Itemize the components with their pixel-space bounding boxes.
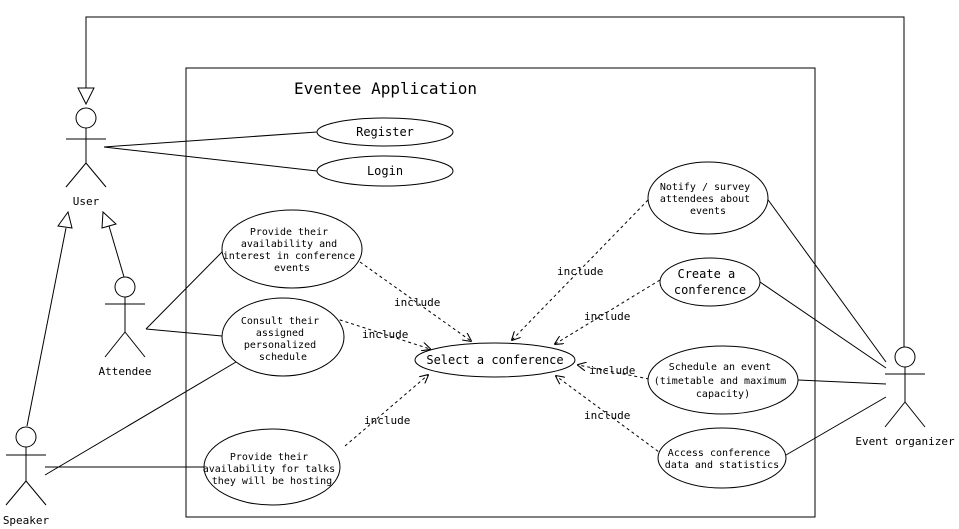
system-title: Eventee Application xyxy=(294,79,477,98)
svg-text:Create a conference: Create a conference xyxy=(674,267,746,297)
include-create-select xyxy=(555,279,661,344)
include-label: include xyxy=(589,364,635,377)
include-schedule-select xyxy=(578,365,650,380)
include-label: include xyxy=(364,414,410,427)
actor-speaker[interactable]: Speaker xyxy=(3,426,50,527)
svg-text:Provide their availabili: Provide their availability for talks the… xyxy=(203,452,341,487)
assoc-speaker-consult xyxy=(44,361,237,476)
assoc-organizer-access xyxy=(785,396,887,456)
include-label: include xyxy=(584,409,630,422)
assoc-organizer-schedule xyxy=(797,379,887,385)
actor-label: User xyxy=(73,195,100,208)
include-label: include xyxy=(584,310,630,323)
svg-text:Notify / survey attendee: Notify / survey attendees about events xyxy=(660,182,756,217)
use-case-access-data[interactable]: Access conference data and statistics xyxy=(657,427,787,489)
include-label: include xyxy=(362,328,408,341)
include-access-select xyxy=(556,376,664,456)
include-label: include xyxy=(557,265,603,278)
actor-label: Event organizer xyxy=(855,435,955,448)
use-case-notify-survey[interactable]: Notify / survey attendees about events xyxy=(647,161,769,235)
use-case-provide-interest[interactable]: Provide their availability and interest … xyxy=(221,209,363,289)
svg-text:Schedule an event (timet: Schedule an event (timetable and maximum… xyxy=(654,362,792,400)
generalization-speaker-user xyxy=(26,227,67,427)
generalization-arrowhead-speaker xyxy=(57,210,73,229)
actor-event-organizer[interactable]: Event organizer xyxy=(855,346,955,448)
svg-text:Register: Register xyxy=(356,125,414,139)
assoc-organizer-create xyxy=(759,281,887,369)
use-case-consult-schedule[interactable]: Consult their assigned personalized sche… xyxy=(221,297,345,377)
assoc-user-login xyxy=(103,146,318,172)
generalization-organizer-user xyxy=(85,16,905,347)
include-interest-select xyxy=(359,261,471,341)
svg-text:Login: Login xyxy=(367,164,403,178)
system-boundary xyxy=(185,67,816,518)
use-case-select-conference[interactable]: Select a conference xyxy=(414,342,576,378)
use-case-register[interactable]: Register xyxy=(316,117,454,147)
actor-label: Speaker xyxy=(3,514,50,527)
include-label: include xyxy=(394,296,440,309)
actor-user[interactable]: User xyxy=(65,107,107,208)
assoc-attendee-interest xyxy=(145,249,225,330)
include-talks-select xyxy=(344,375,428,447)
actor-attendee[interactable]: Attendee xyxy=(99,276,152,378)
use-case-login[interactable]: Login xyxy=(316,155,454,187)
assoc-user-register xyxy=(103,131,318,148)
generalization-attendee-user xyxy=(108,225,125,278)
generalization-arrowhead-organizer xyxy=(77,87,95,106)
assoc-attendee-consult xyxy=(145,328,223,337)
use-case-schedule-event[interactable]: Schedule an event (timetable and maximum… xyxy=(647,345,799,415)
svg-text:Consult their assigned: Consult their assigned personalized sche… xyxy=(241,316,325,363)
svg-text:Select a conference: Select a conference xyxy=(426,353,563,367)
svg-text:Provide their availabili: Provide their availability and interest … xyxy=(223,227,361,274)
actor-label: Attendee xyxy=(99,365,152,378)
assoc-organizer-notify xyxy=(765,196,887,363)
svg-text:Access conference data a: Access conference data and statistics xyxy=(665,448,779,471)
include-notify-select xyxy=(512,199,649,340)
use-case-create-conference[interactable]: Create a conference xyxy=(659,257,761,307)
include-consult-select xyxy=(333,317,430,349)
generalization-arrowhead-attendee xyxy=(101,210,117,229)
use-case-provide-talks[interactable]: Provide their availability for talks the… xyxy=(203,428,341,506)
